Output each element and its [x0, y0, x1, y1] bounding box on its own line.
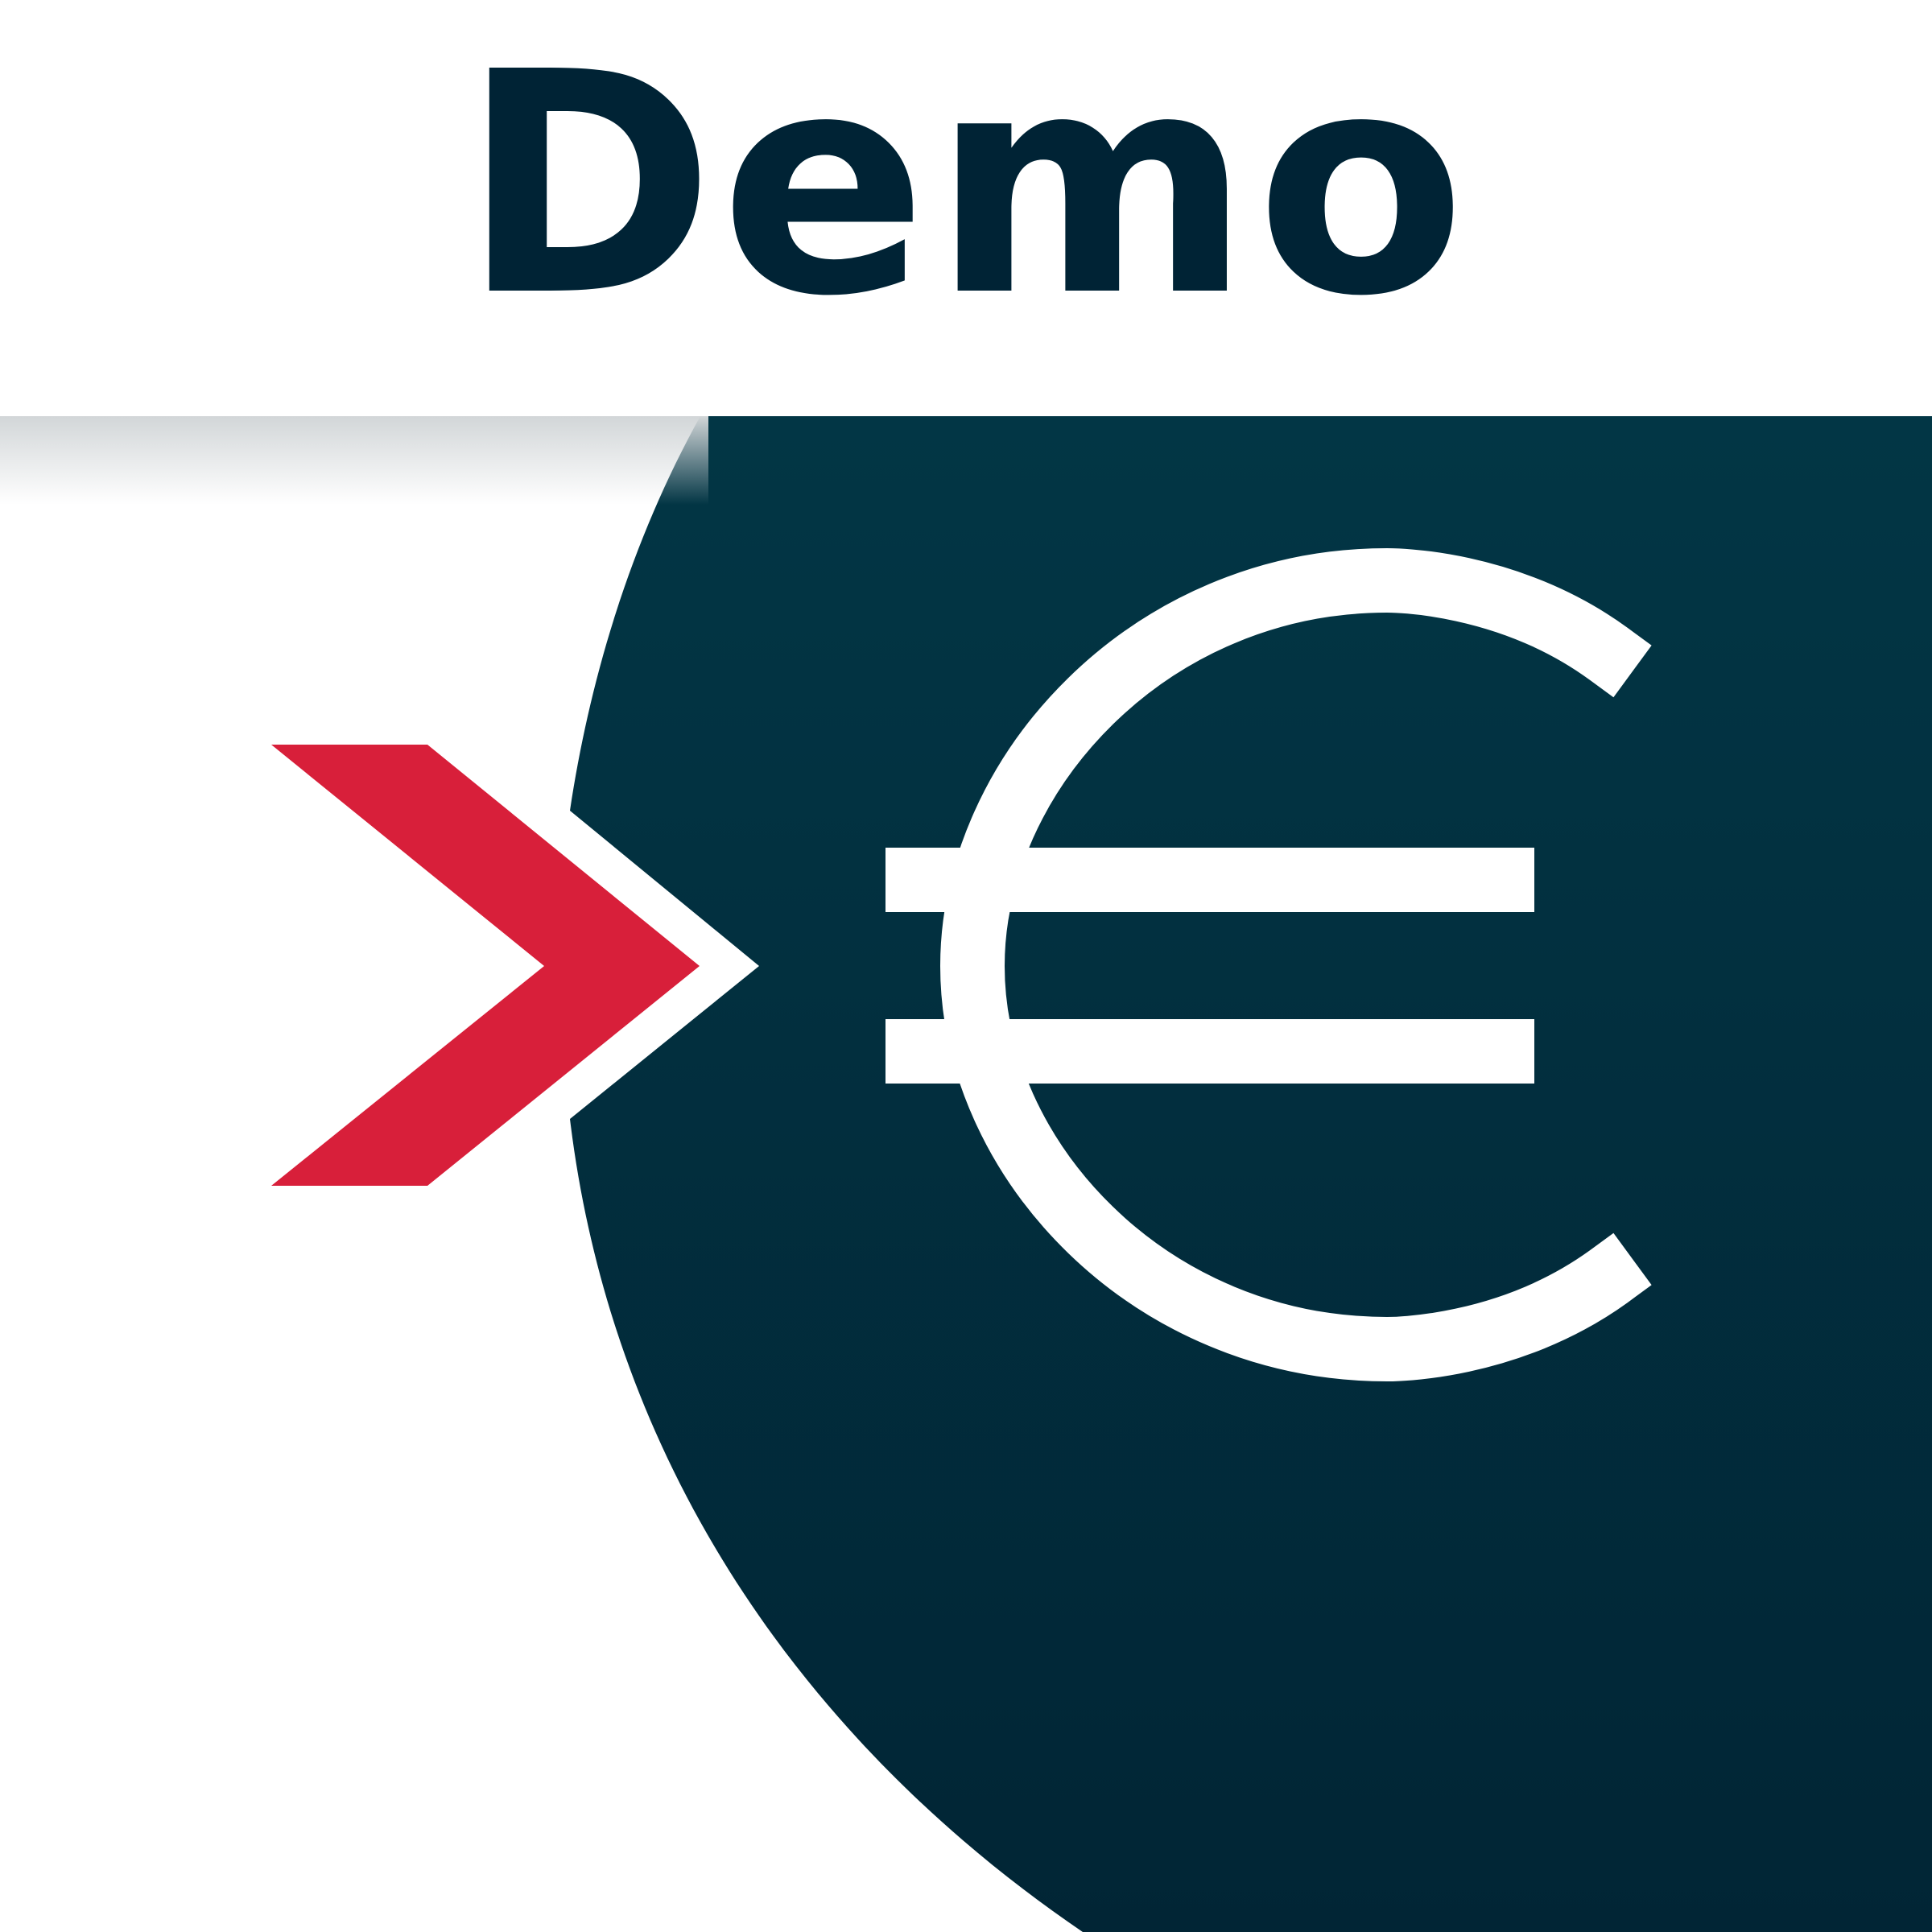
- euro-icon: [886, 547, 1652, 1382]
- red-chevron-icon: [271, 745, 700, 1186]
- page-title: Demo: [460, 6, 1472, 363]
- header: Demo: [0, 0, 1932, 416]
- dark-curved-panel: [570, 416, 1932, 1932]
- euro-bar-bottom: [886, 1019, 1534, 1084]
- euro-arc: [939, 547, 1652, 1382]
- euro-bar-top: [886, 848, 1534, 912]
- header-shadow: [0, 416, 708, 505]
